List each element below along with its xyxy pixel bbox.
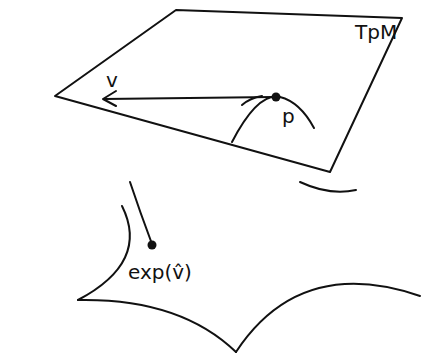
math-label: v <box>106 70 118 90</box>
point-exp <box>148 241 157 250</box>
math-label: TpM <box>355 22 397 42</box>
tangent-plane <box>55 10 402 172</box>
math-label: exp(v̂) <box>128 262 192 282</box>
point-p <box>272 93 281 102</box>
surface-curve <box>232 97 314 142</box>
saddle-edge <box>236 284 420 352</box>
surface-curve <box>242 96 262 105</box>
arrow-head <box>103 91 116 106</box>
geodesic <box>130 182 152 244</box>
math-label: p <box>282 106 295 126</box>
saddle-edge <box>78 300 236 352</box>
saddle-edge <box>300 182 356 192</box>
saddle-edge <box>78 206 130 300</box>
vector-arrow <box>104 97 274 99</box>
